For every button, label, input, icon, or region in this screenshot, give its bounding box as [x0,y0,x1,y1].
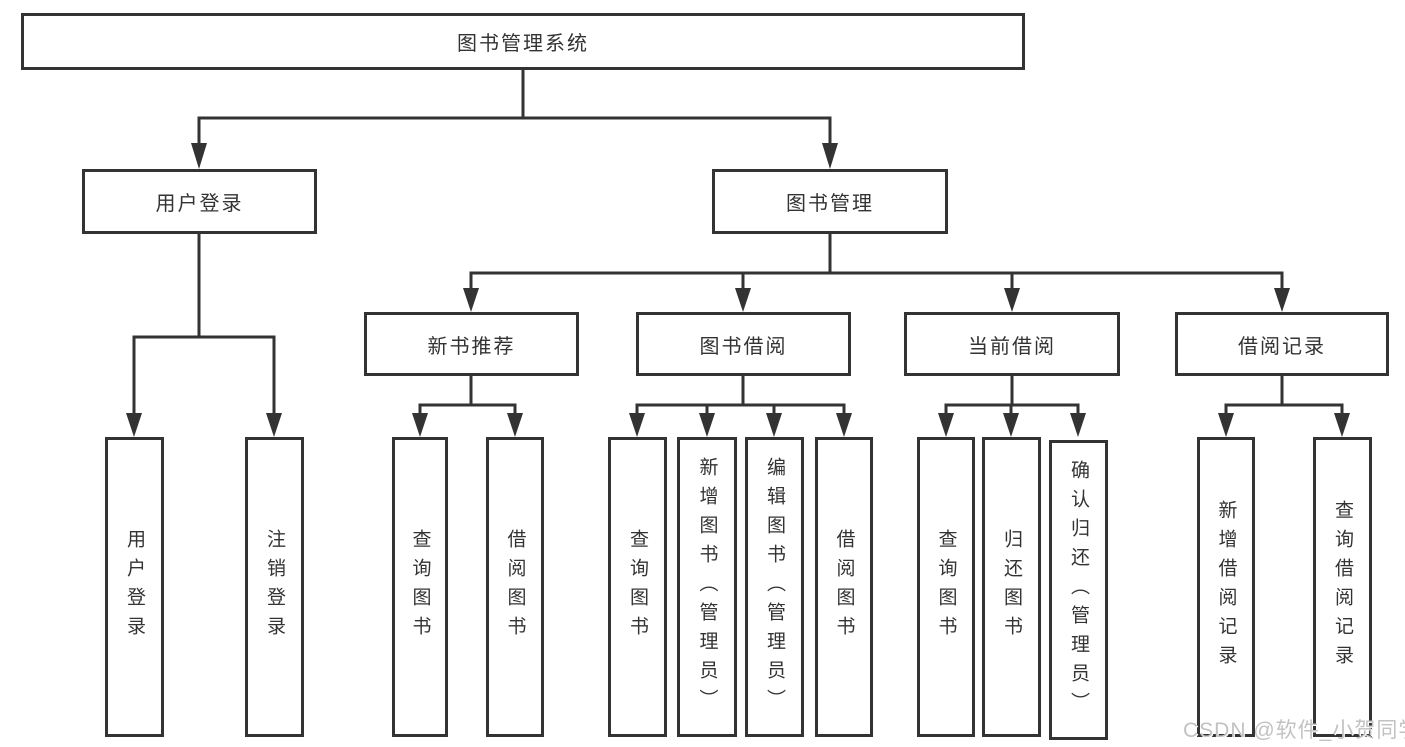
leaf-user-login: 用户登录 [105,437,164,737]
leaf-bb-query-books: 查询图书 [608,437,667,737]
leaf-cb-query-books-label: 查询图书 [935,529,957,645]
leaf-cb-confirm-return-admin: 确认归还（管理员） [1049,440,1108,740]
leaf-bb-add-book-admin-label: 新增图书（管理员） [696,456,718,718]
leaf-cb-confirm-return-admin-label: 确认归还（管理员） [1068,459,1089,721]
node-user-login: 用户登录 [82,169,317,234]
connector-root-to-level2 [191,68,838,169]
leaf-br-add-record: 新增借阅记录 [1197,437,1255,737]
node-book-borrow: 图书借阅 [636,312,851,376]
connector-userlogin-to-leaves [126,232,282,437]
node-new-book-rec: 新书推荐 [364,312,579,376]
leaf-bb-borrow-books-label: 借阅图书 [833,529,855,645]
csdn-watermark: CSDN @软件_小贺同学 [1183,719,1405,742]
node-book-mgmt: 图书管理 [712,169,948,234]
leaf-br-add-record-label: 新增借阅记录 [1215,500,1237,674]
leaf-bb-query-books-label: 查询图书 [627,529,648,645]
leaf-user-login-label: 用户登录 [124,529,145,645]
node-current-borrow: 当前借阅 [904,312,1120,376]
leaf-bb-borrow-books: 借阅图书 [815,437,873,737]
connector-bookmgmt-to-level3 [463,232,1290,312]
leaf-bb-edit-book-admin: 编辑图书（管理员） [745,437,804,737]
leaf-logout-label: 注销登录 [264,529,285,645]
leaf-cb-query-books: 查询图书 [917,437,975,737]
node-borrow-records: 借阅记录 [1175,312,1389,376]
connector-bookborrow-to-leaves [629,374,852,437]
connector-newbookrec-to-leaves [412,374,523,437]
connector-currentborrow-to-leaves [938,374,1086,437]
leaf-nbr-borrow-books-label: 借阅图书 [504,529,526,645]
leaf-br-query-record-label: 查询借阅记录 [1332,500,1353,674]
leaf-cb-return-books: 归还图书 [982,437,1041,737]
leaf-nbr-query-books: 查询图书 [392,437,448,737]
leaf-cb-return-books-label: 归还图书 [1001,529,1022,645]
leaf-bb-edit-book-admin-label: 编辑图书（管理员） [764,456,785,718]
node-root: 图书管理系统 [21,13,1025,70]
leaf-logout: 注销登录 [245,437,304,737]
leaf-bb-add-book-admin: 新增图书（管理员） [677,437,737,737]
leaf-nbr-borrow-books: 借阅图书 [486,437,544,737]
leaf-br-query-record: 查询借阅记录 [1313,437,1372,737]
connector-borrowrecords-to-leaves [1218,374,1350,437]
leaf-nbr-query-books-label: 查询图书 [409,529,431,645]
